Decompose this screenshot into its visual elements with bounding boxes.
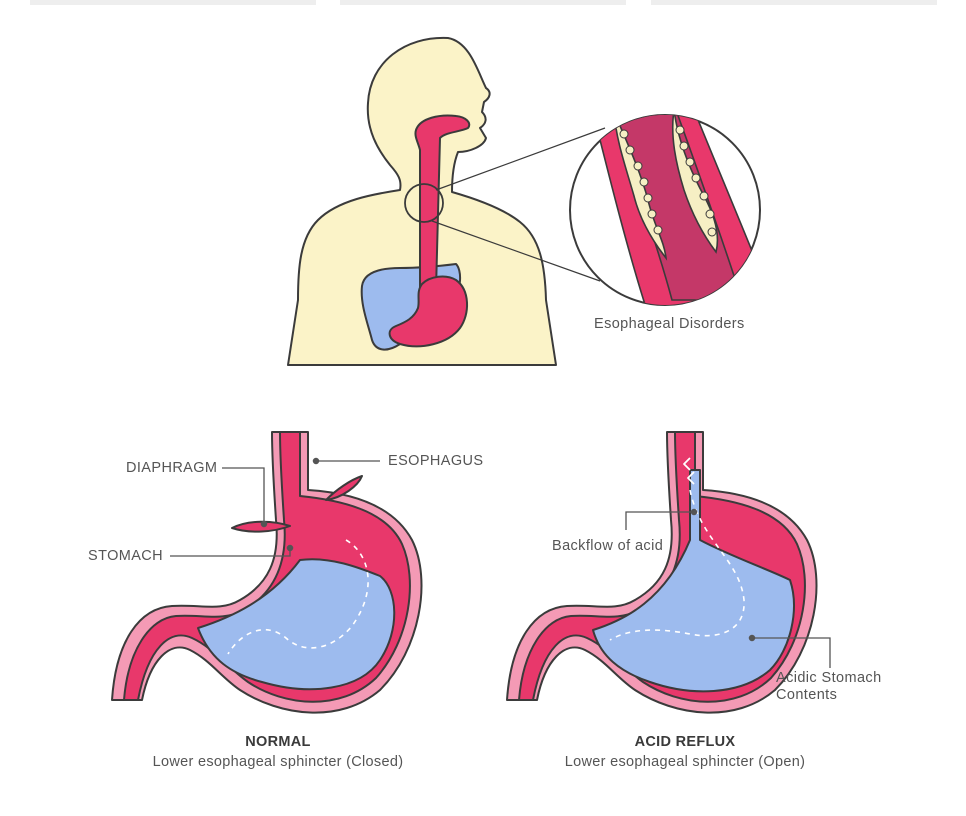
- reflux-subtitle: Lower esophageal sphincter (Open): [564, 754, 806, 770]
- top-bar-2: [340, 0, 626, 5]
- label-esophagus: ESOPHAGUS: [388, 453, 484, 469]
- stomach-body: [388, 275, 468, 348]
- label-acidic-contents-1: Acidic Stomach: [776, 670, 882, 686]
- normal-diaphragm: [231, 520, 291, 533]
- zoom-circle: [569, 114, 761, 306]
- reflux-title: ACID REFLUX: [634, 734, 736, 750]
- human-torso: [287, 36, 557, 366]
- normal-leaders: [170, 457, 380, 557]
- zoom-connector-bottom: [431, 220, 601, 282]
- normal-title: NORMAL: [245, 734, 311, 750]
- top-bar-1: [30, 0, 316, 5]
- reflux-stomach: [506, 431, 818, 714]
- reflux-leaders: [625, 508, 831, 668]
- reflux-stomach-fluid: [592, 469, 795, 693]
- top-bar-3: [651, 0, 937, 5]
- zoom-focus-circle: [404, 183, 444, 223]
- normal-stomach-fluid: [197, 558, 396, 691]
- label-stomach: STOMACH: [88, 548, 164, 564]
- zoom-caption: Esophageal Disorders: [594, 316, 745, 332]
- reflux-backflow-arrows: [683, 457, 695, 485]
- normal-subtitle: Lower esophageal sphincter (Closed): [152, 754, 404, 770]
- esophagus-body: [414, 114, 471, 291]
- reflux-dashed-flow: [609, 489, 745, 641]
- label-acidic-contents-2: Contents: [776, 687, 838, 703]
- label-diaphragm: DIAPHRAGM: [126, 460, 218, 476]
- label-backflow: Backflow of acid: [552, 538, 664, 554]
- zoom-connector-top: [435, 127, 606, 191]
- normal-dashed-flow: [227, 539, 369, 655]
- normal-diaphragm-right: [325, 475, 363, 501]
- normal-stomach: [111, 431, 423, 714]
- zoom-plaque-dots: [619, 125, 717, 237]
